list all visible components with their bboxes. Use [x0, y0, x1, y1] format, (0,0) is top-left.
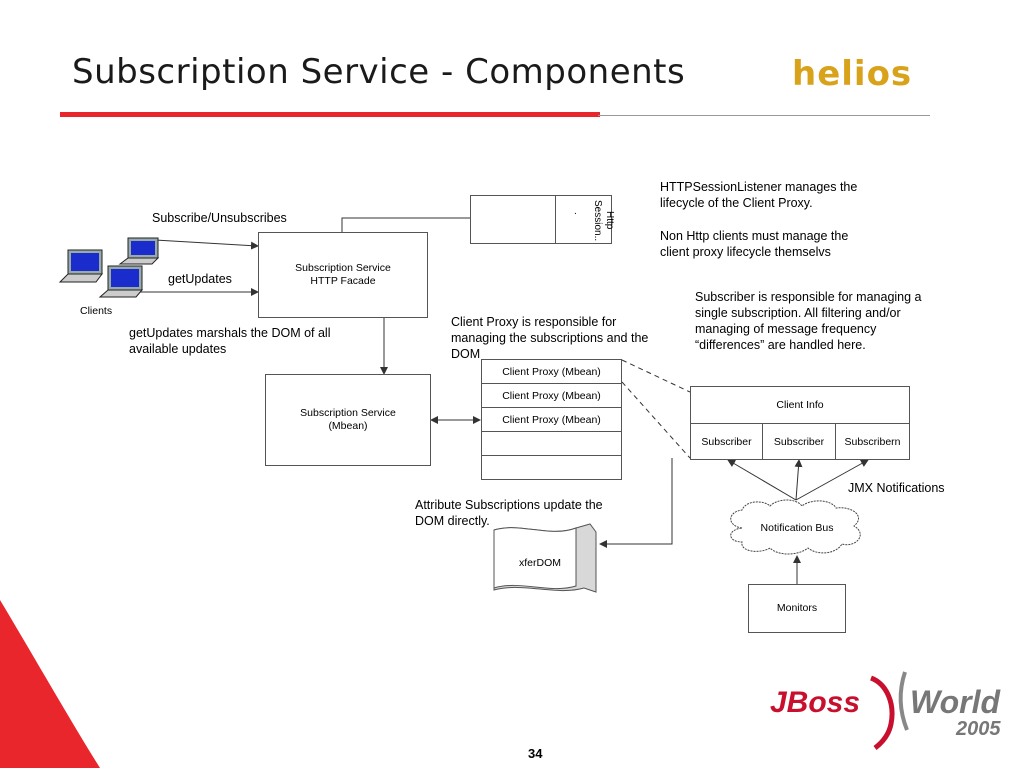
laptop-icon [98, 265, 144, 298]
http-session-box[interactable]: Http Session.. . [470, 195, 615, 244]
subscriber-note: Subscriber is responsible for managing a… [695, 290, 922, 352]
world-text: World [910, 684, 1001, 720]
session-listener-note: HTTPSessionListener manages the lifecycl… [660, 180, 858, 210]
subscription-mbean-box[interactable]: Subscription Service (Mbean) [265, 374, 431, 466]
scroll-icon [493, 523, 597, 593]
figure-icon [869, 671, 909, 750]
http-session-label: Http Session.. [592, 199, 615, 242]
jboss-text: JBoss [770, 686, 861, 719]
client-proxy-row[interactable]: Client Proxy (Mbean) [481, 383, 622, 408]
subscriber-cell[interactable]: Subscriber [690, 423, 763, 460]
client-proxy-empty-row [481, 431, 622, 456]
subscriber-cell[interactable]: Subscriber [762, 423, 836, 460]
http-facade-box[interactable]: Subscription Service HTTP Facade [258, 232, 428, 318]
client-proxy-row[interactable]: Client Proxy (Mbean) [481, 407, 622, 432]
monitors-box[interactable]: Monitors [748, 584, 846, 633]
http-session-divider [555, 196, 556, 243]
client-proxy-note: Client Proxy is responsible for managing… [451, 315, 649, 361]
laptop-icon-group [58, 237, 160, 298]
getupdates-note: getUpdates marshals the DOM of all avail… [129, 326, 331, 356]
helios-logo: helios [792, 54, 913, 94]
subscribe-label: Subscribe/Unsubscribes [152, 211, 287, 225]
notification-bus-label: Notification Bus [760, 522, 834, 534]
page-title: Subscription Service - Components [72, 52, 686, 92]
attribute-note: Attribute Subscriptions update the DOM d… [415, 498, 603, 528]
year-text: 2005 [956, 718, 1001, 740]
client-proxy-row[interactable]: Client Proxy (Mbean) [481, 359, 622, 384]
client-proxy-empty-row [481, 455, 622, 480]
page-number: 34 [528, 746, 543, 761]
non-http-note: Non Http clients must manage the client … [660, 229, 849, 259]
title-underline-gray [598, 115, 930, 116]
laptop-icon [58, 249, 103, 283]
client-info-box[interactable]: Client Info [690, 386, 910, 424]
xferdom-label: xferDOM [519, 557, 561, 569]
jboss-world-logo: JBoss World 2005 [770, 670, 1020, 760]
jmx-label: JMX Notifications [848, 481, 945, 495]
laptop-icon [118, 237, 160, 265]
title-underline-red [60, 112, 600, 117]
clients-label: Clients [80, 305, 113, 317]
cloud-icon [730, 499, 861, 555]
subscriber-cell[interactable]: Subscribern [835, 423, 910, 460]
getupdates-label: getUpdates [168, 272, 232, 286]
http-session-dot: . [574, 206, 577, 217]
